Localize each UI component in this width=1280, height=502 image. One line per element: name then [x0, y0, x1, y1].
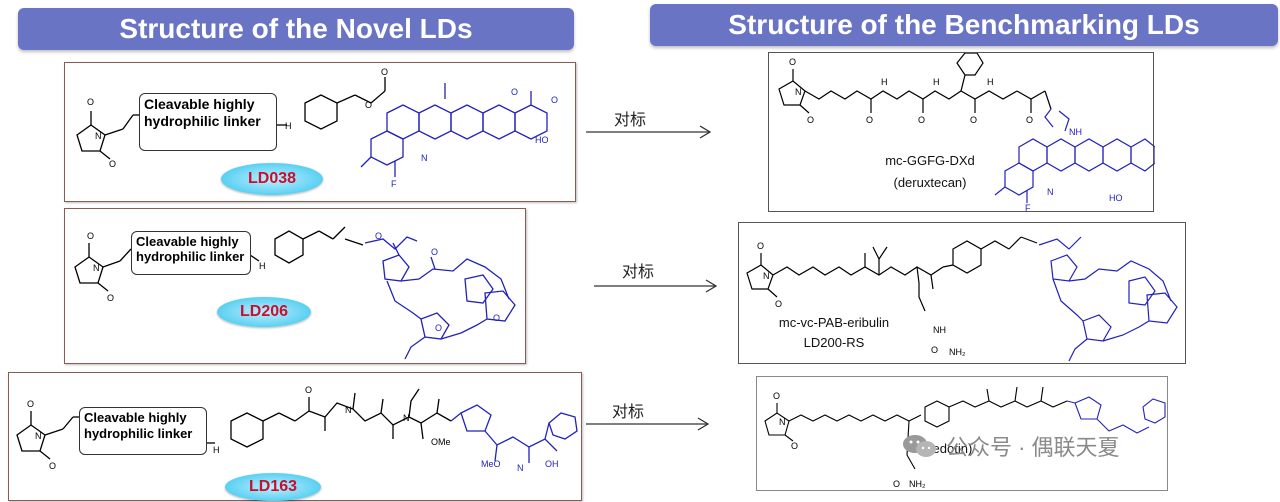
svg-text:N: N: [93, 263, 100, 273]
ld206-structure-drawing: O O N H O O O O: [74, 226, 516, 360]
ld038-structure-drawing: O O N H O O N F HO O O: [76, 67, 558, 189]
benchmark-lds-header: Structure of the Benchmarking LDs: [650, 4, 1278, 46]
svg-text:F: F: [391, 179, 397, 189]
svg-text:O: O: [27, 399, 34, 409]
arrow-label-3: 对标: [612, 404, 645, 421]
svg-text:O: O: [789, 57, 796, 67]
svg-text:O: O: [435, 323, 442, 333]
svg-text:O: O: [381, 67, 388, 77]
eribulin-payload: [364, 236, 516, 360]
svg-text:N: N: [795, 87, 802, 97]
svg-text:H: H: [881, 77, 888, 87]
svg-text:N: N: [763, 271, 770, 281]
svg-text:O: O: [305, 385, 312, 395]
svg-text:O: O: [431, 247, 438, 257]
svg-text:N: N: [35, 431, 42, 441]
svg-text:HO: HO: [1109, 193, 1123, 203]
eribulin-benchmark-code: LD200-RS: [803, 335, 865, 350]
ld163-structure-drawing: O O N H O N N OMe MeO N OH: [16, 385, 578, 473]
svg-text:H: H: [259, 261, 266, 271]
svg-text:O: O: [365, 100, 372, 110]
svg-text:N: N: [517, 463, 524, 473]
svg-text:O: O: [493, 313, 500, 323]
svg-text:O: O: [775, 299, 782, 309]
deruxtecan-structure-box: O O N O O O O H H H NH F N HO mc-GGFG-DXd (d…: [768, 52, 1155, 213]
svg-text:O: O: [791, 441, 798, 451]
deruxtecan-structure-drawing: O O N O O O O H H H NH F N HO: [778, 53, 1155, 213]
arrow-label-1: 对标: [614, 112, 647, 129]
svg-text:O: O: [807, 115, 814, 125]
svg-text:MeO: MeO: [481, 459, 501, 469]
svg-text:H: H: [987, 77, 994, 87]
dxd-payload: [994, 108, 1155, 203]
svg-text:O: O: [49, 461, 56, 471]
svg-text:F: F: [1025, 203, 1031, 213]
deruxtecan-alias: (deruxtecan): [893, 175, 967, 190]
linker-label-box: Cleavable highly hydrophilic linker: [131, 231, 251, 275]
svg-text:O: O: [893, 479, 900, 489]
ld038-badge: LD038: [221, 163, 323, 195]
svg-text:O: O: [107, 293, 114, 303]
svg-text:OMe: OMe: [431, 437, 451, 447]
svg-text:O: O: [866, 115, 873, 125]
wechat-icon: [902, 433, 938, 459]
svg-text:O: O: [970, 115, 977, 125]
svg-text:HO: HO: [535, 135, 549, 145]
deruxtecan-name: mc-GGFG-DXd: [885, 153, 975, 168]
watermark: 公众号 · 偶联天夏: [902, 430, 1120, 462]
linker-label-box: Cleavable highly hydrophilic linker: [139, 93, 277, 151]
arrow-label-2: 对标: [622, 264, 655, 281]
auristatin-payload: [450, 404, 578, 463]
svg-text:O: O: [551, 95, 558, 105]
ld163-badge: LD163: [225, 473, 321, 501]
svg-text:NH₂: NH₂: [949, 347, 966, 357]
svg-text:N: N: [95, 131, 102, 141]
svg-text:OH: OH: [545, 459, 559, 469]
svg-text:H: H: [933, 77, 940, 87]
svg-text:O: O: [87, 97, 94, 107]
mmae-payload: [1066, 396, 1166, 434]
svg-text:O: O: [918, 115, 925, 125]
svg-text:N: N: [779, 417, 786, 427]
svg-text:O: O: [511, 87, 518, 97]
svg-text:O: O: [773, 391, 780, 401]
svg-text:H: H: [213, 445, 220, 455]
eribulin-benchmark-name: mc-vc-PAB-eribulin: [778, 315, 890, 330]
svg-text:NH: NH: [1069, 127, 1082, 137]
ld163-structure-box: O O N H O N N OMe MeO N OH Cleavable highly…: [8, 372, 582, 501]
ld206-badge: LD206: [217, 297, 311, 327]
svg-text:O: O: [87, 231, 94, 241]
ld038-structure-box: O O N H O O N F HO O O Cleavable highly hyd…: [64, 62, 576, 202]
svg-text:NH₂: NH₂: [909, 479, 926, 489]
svg-text:O: O: [375, 231, 382, 241]
watermark-text: 公众号 · 偶联天夏: [946, 435, 1120, 460]
svg-text:N: N: [421, 153, 428, 163]
svg-text:N: N: [1047, 187, 1054, 197]
svg-text:N: N: [345, 405, 352, 415]
vedotin-structure-drawing: O O N O NH₂: [764, 386, 1166, 489]
linker-label-box: Cleavable highly hydrophilic linker: [79, 407, 207, 455]
ld206-structure-box: O O N H O O O O Cleavable highly hydrophil…: [64, 208, 526, 364]
svg-text:NH: NH: [933, 325, 946, 335]
svg-text:H: H: [285, 121, 292, 131]
svg-text:N: N: [403, 413, 410, 423]
eribulin-benchmark-drawing: O O N NH O NH₂: [746, 236, 1178, 362]
svg-text:O: O: [757, 241, 764, 251]
exatecan-payload: [360, 83, 548, 177]
svg-text:O: O: [931, 345, 938, 355]
svg-text:O: O: [109, 159, 116, 169]
svg-text:O: O: [1026, 115, 1033, 125]
novel-lds-header: Structure of the Novel LDs: [18, 8, 574, 50]
eribulin-benchmark-box: O O N NH O NH₂ mc-vc-PAB-eribulin LD200-RS: [738, 222, 1186, 364]
eribulin-payload-ref: [1038, 236, 1178, 362]
